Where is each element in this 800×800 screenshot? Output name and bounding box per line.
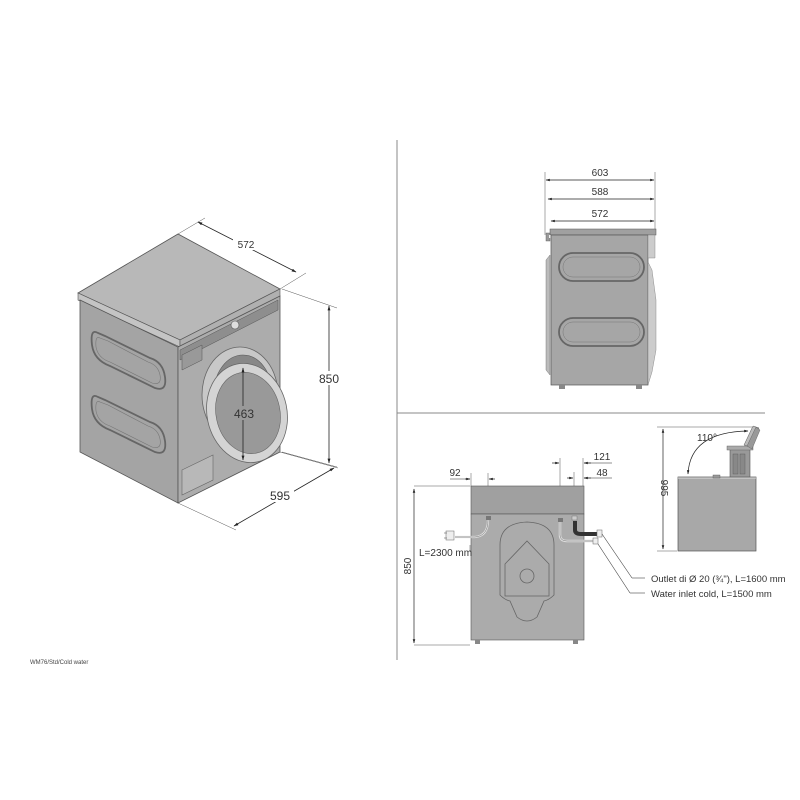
inlet-hose-label: Water inlet cold, L=1500 mm xyxy=(651,589,772,600)
rear-offset-right-inner-label: 48 xyxy=(596,468,608,479)
layout-dividers xyxy=(396,140,765,660)
lid-angle-label: 110° xyxy=(697,433,717,444)
iso-depth-label: 572 xyxy=(238,240,255,251)
isometric-view: 463 572 850 595 xyxy=(77,217,342,531)
side-depth-body-label: 572 xyxy=(592,209,609,220)
rear-view: 850 92 121 48 L=2300 mm xyxy=(403,452,786,646)
power-cord-length-label: L=2300 mm xyxy=(419,548,472,559)
side-depth-mid-label: 588 xyxy=(592,187,609,198)
rear-offset-right-outer-label: 121 xyxy=(594,452,611,463)
iso-height-label: 850 xyxy=(319,372,339,386)
model-caption: WM76/Std/Cold water xyxy=(30,660,88,666)
side-depth-overall-label: 603 xyxy=(592,168,609,179)
side-view: 603 588 572 xyxy=(544,168,657,389)
outlet-hose-label: Outlet di Ø 20 (¾"), L=1600 mm xyxy=(651,574,786,585)
iso-width-label: 595 xyxy=(270,489,290,503)
lid-open-view: 995 110° xyxy=(657,425,761,552)
rear-offset-left-label: 92 xyxy=(449,468,461,479)
door-diameter-label: 463 xyxy=(234,407,254,421)
rear-height-label: 850 xyxy=(403,557,414,574)
lid-height-label: 995 xyxy=(658,480,669,497)
